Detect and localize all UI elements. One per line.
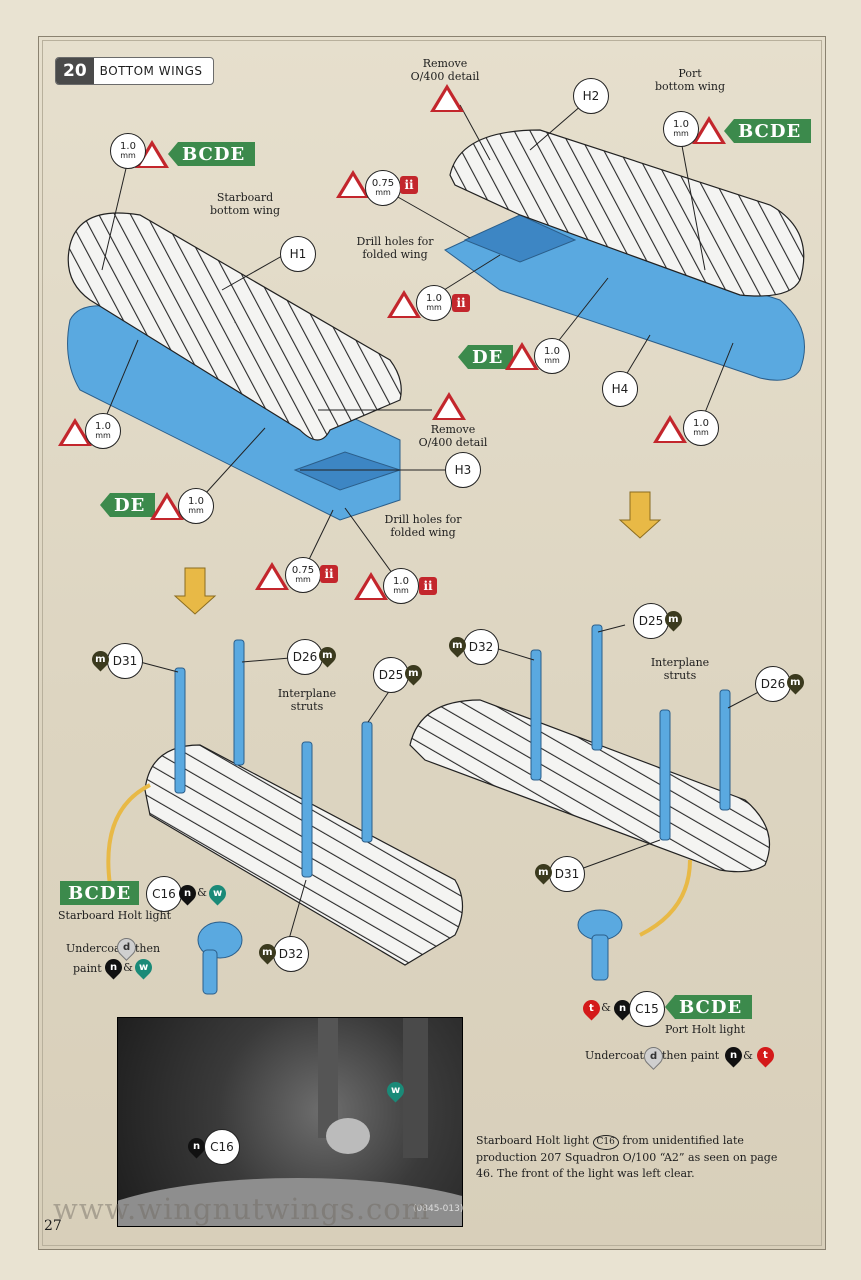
part-d25-left: D25: [373, 657, 409, 693]
curved-arrow-left: [106, 783, 151, 886]
badge-de-port: DE: [458, 345, 514, 369]
info-icon: ii: [320, 565, 338, 583]
badge-bcde-port: BCDE: [724, 119, 812, 143]
strut-d32-right: [530, 649, 542, 781]
label-drill-holes-bottom: Drill holes for folded wing: [384, 513, 462, 539]
strut-d32-left: [301, 741, 313, 878]
photo-code: (0845-013): [413, 1204, 464, 1214]
strut-d26-left: [233, 639, 245, 766]
info-icon: ii: [400, 176, 418, 194]
drill-warning-icon: [354, 572, 388, 600]
part-h1: H1: [280, 236, 316, 272]
starboard-holt-light-part: [197, 921, 243, 995]
badge-bcde-holt-starboard: BCDE: [60, 881, 140, 905]
part-h4: H4: [602, 371, 638, 407]
strut-d25-right: [591, 624, 603, 751]
label-port-holt-light: Port Holt light: [665, 1023, 745, 1036]
lower-port-wing: [409, 699, 771, 873]
part-d26-right: D26: [755, 666, 791, 702]
curved-arrow-right: [639, 859, 692, 937]
photo-content: [118, 1018, 462, 1226]
part-d31-left: D31: [107, 643, 143, 679]
amp: &: [123, 961, 133, 974]
step-number: 20: [56, 58, 94, 84]
photo-caption: Starboard Holt light C16 from unidentifi…: [476, 1133, 786, 1182]
reference-photo: [117, 1017, 463, 1227]
wing-h1-part: [67, 212, 402, 441]
amp: &: [197, 886, 207, 899]
badge-de-starboard: DE: [100, 493, 156, 517]
down-arrow-right: [618, 491, 662, 539]
label-interplane-struts-right: Interplane struts: [650, 656, 710, 682]
label-interplane-struts-left: Interplane struts: [277, 687, 337, 713]
badge-bcde-starboard: BCDE: [168, 142, 256, 166]
strut-d25-left: [361, 721, 373, 843]
label-remove-detail-top: Remove O/400 detail: [410, 57, 480, 83]
drill-warning-icon: [255, 562, 289, 590]
watermark: www.wingnutwings.com: [53, 1192, 431, 1226]
down-arrow-left: [173, 567, 217, 615]
label-starboard-holt-light: Starboard Holt light: [58, 909, 172, 922]
info-icon: ii: [419, 577, 437, 595]
strut-d31-right: [659, 709, 671, 841]
remove-warning-icon: [430, 84, 464, 112]
label-remove-detail-mid: Remove O/400 detail: [418, 423, 488, 449]
strut-d26-right: [719, 689, 731, 811]
drill-warning-icon: [336, 170, 370, 198]
part-d31-right: D31: [549, 856, 585, 892]
drill-warning-icon: [692, 116, 726, 144]
part-h3: H3: [445, 452, 481, 488]
label-undercoat: Undercoat: [66, 942, 125, 955]
part-c15: C15: [629, 991, 665, 1027]
amp: &: [743, 1049, 753, 1062]
port-holt-light-part: [577, 909, 623, 981]
badge-bcde-holt-port: BCDE: [665, 995, 753, 1019]
label-port-bottom-wing: Port bottom wing: [654, 67, 726, 93]
part-d32-left: D32: [273, 936, 309, 972]
drill-warning-icon: [387, 290, 421, 318]
part-c16: C16: [146, 876, 182, 912]
remove-warning-icon: [432, 392, 466, 420]
part-d26-left: D26: [287, 639, 323, 675]
part-c16-photo: C16: [204, 1129, 240, 1165]
caption-text-b: from unidentified late production 207 Sq…: [476, 1134, 778, 1180]
drill-warning-icon: [58, 418, 92, 446]
label-starboard-bottom-wing: Starboard bottom wing: [209, 191, 281, 217]
label-then: then: [135, 942, 161, 955]
part-h2: H2: [573, 78, 609, 114]
drill-warning-icon: [150, 492, 184, 520]
amp: &: [601, 1001, 611, 1014]
label-undercoat-right: Undercoat: [585, 1049, 644, 1062]
drill-warning-icon: [653, 415, 687, 443]
page-frame-inner: [42, 40, 822, 1246]
label-drill-holes-top: Drill holes for folded wing: [356, 235, 434, 261]
page-number: 27: [44, 1218, 62, 1234]
step-header: 20 BOTTOM WINGS: [55, 57, 214, 85]
strut-d31-left: [174, 667, 186, 794]
step-title: BOTTOM WINGS: [99, 64, 203, 78]
part-d25-right: D25: [633, 603, 669, 639]
wing-h4-fold-bracket: [463, 214, 577, 263]
drill-warning-icon: [505, 342, 539, 370]
caption-part-ref: C16: [592, 1135, 619, 1151]
caption-text-a: Starboard Holt light: [476, 1134, 590, 1147]
info-icon: ii: [452, 294, 470, 312]
part-d32-right: D32: [463, 629, 499, 665]
label-paint: paint: [73, 962, 102, 975]
label-then-paint: then paint: [662, 1049, 720, 1062]
